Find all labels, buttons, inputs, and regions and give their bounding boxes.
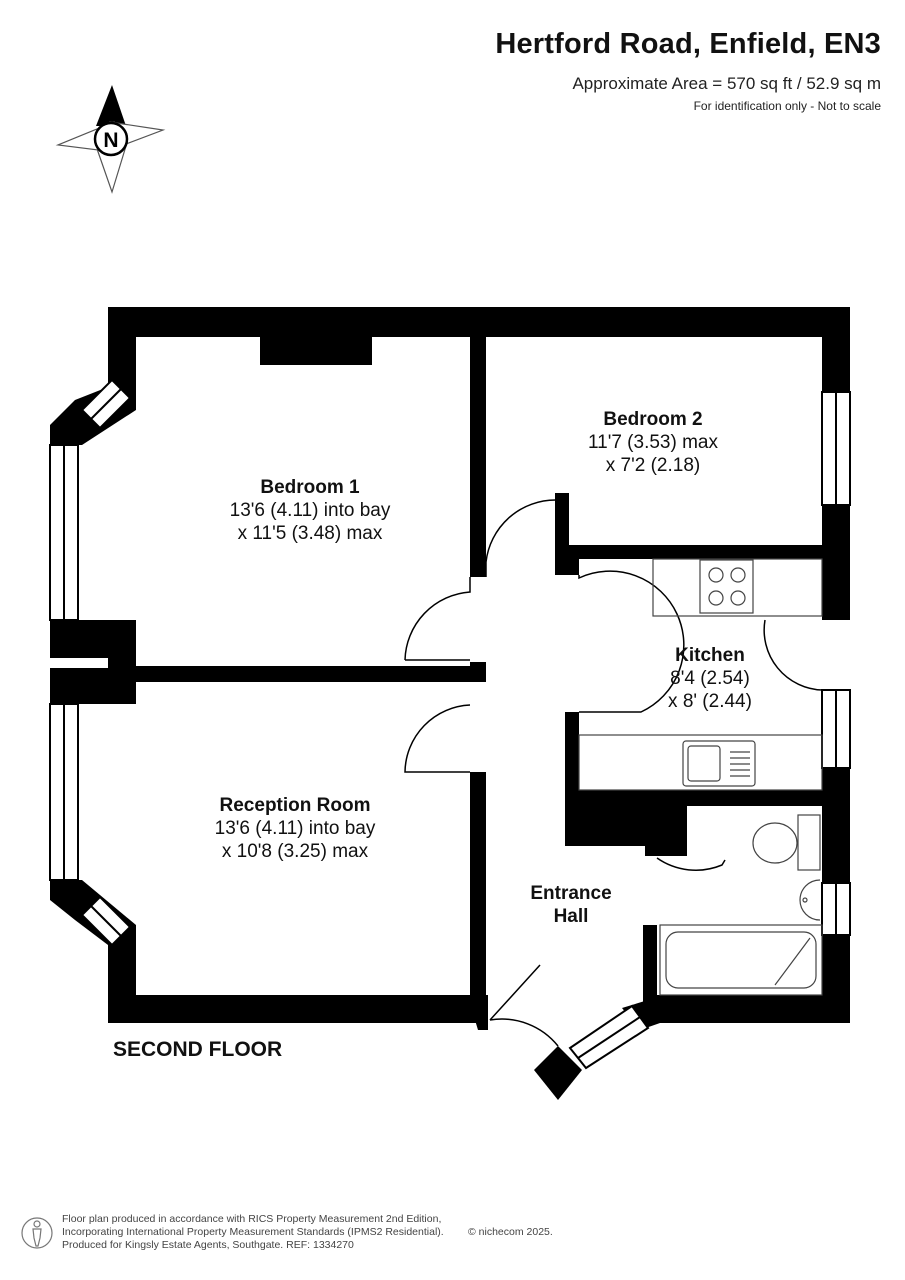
footer-credit: © nichecom 2025.	[468, 1226, 553, 1238]
room-dimension: x 10'8 (3.25) max	[221, 841, 369, 862]
room-bedroom-1: Bedroom 1 13'6 (4.11) into bay x 11'5 (3…	[200, 476, 420, 545]
room-reception: Reception Room 13'6 (4.11) into bay x 10…	[185, 794, 405, 863]
floor-label: SECOND FLOOR	[113, 1038, 283, 1061]
room-name: Hall	[553, 906, 589, 927]
compass-letter: N	[103, 129, 118, 152]
room-kitchen: Kitchen 8'4 (2.54) x 8' (2.44)	[640, 644, 780, 713]
approximate-area: Approximate Area = 570 sq ft / 52.9 sq m	[572, 74, 881, 93]
identification-note: For identification only - Not to scale	[693, 99, 881, 113]
windows	[49, 378, 851, 1070]
room-dimension: x 7'2 (2.18)	[605, 455, 701, 476]
room-dimension: x 8' (2.44)	[668, 691, 752, 712]
page-title: Hertford Road, Enfield, EN3	[495, 28, 881, 60]
footer-line: Floor plan produced in accordance with R…	[62, 1213, 442, 1225]
room-dimension: x 11'5 (3.48) max	[237, 523, 383, 544]
fixtures	[578, 558, 823, 996]
room-dimension: 11'7 (3.53) max	[587, 432, 718, 453]
compass-icon	[55, 85, 166, 194]
room-dimension: 8'4 (2.54)	[670, 668, 750, 689]
room-dimension: 13'6 (4.11) into bay	[214, 818, 376, 839]
room-name: Entrance	[530, 883, 612, 904]
room-dimension: 13'6 (4.11) into bay	[229, 500, 391, 521]
footer-disclaimer: Floor plan produced in accordance with R…	[62, 1213, 444, 1252]
room-name: Bedroom 2	[603, 409, 703, 430]
room-name: Bedroom 1	[260, 477, 360, 498]
room-entrance-hall: Entrance Hall	[511, 882, 631, 928]
doors	[404, 499, 823, 1047]
person-icon	[21, 1217, 53, 1249]
room-name: Reception Room	[219, 795, 371, 816]
room-name: Kitchen	[675, 645, 745, 666]
footer-line: Produced for Kingsly Estate Agents, Sout…	[62, 1239, 354, 1251]
room-bedroom-2: Bedroom 2 11'7 (3.53) max x 7'2 (2.18)	[543, 408, 763, 477]
footer-line: Incorporating International Property Mea…	[62, 1226, 444, 1238]
